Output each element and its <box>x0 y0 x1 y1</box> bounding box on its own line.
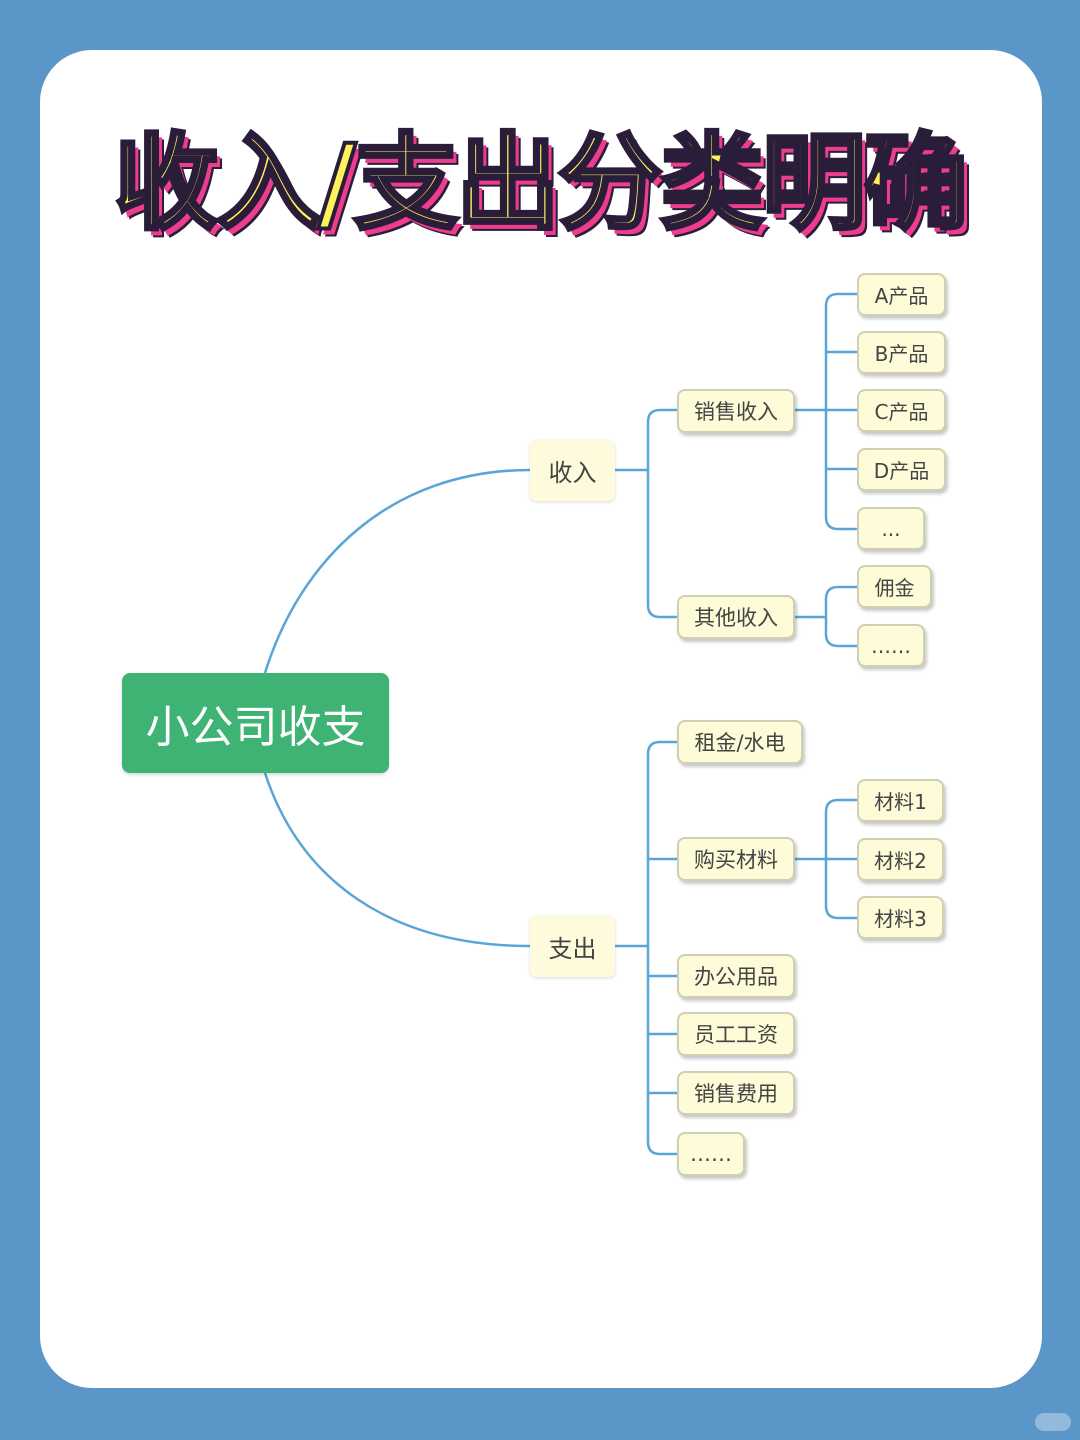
link-other-bracket <box>795 585 857 648</box>
link-root-expense <box>263 772 531 948</box>
node-sales-cost[interactable]: 销售费用 <box>677 1071 795 1115</box>
node-product-c[interactable]: C产品 <box>857 389 946 432</box>
page-title: 收入/支出分类明确 <box>112 120 970 246</box>
link-sales-bracket <box>795 292 857 531</box>
node-material-1[interactable]: 材料1 <box>857 779 944 822</box>
node-commission[interactable]: 佣金 <box>857 565 932 608</box>
node-office-supplies[interactable]: 办公用品 <box>677 954 795 998</box>
link-root-income <box>263 468 531 674</box>
watermark-logo <box>1035 1413 1071 1431</box>
node-material-3[interactable]: 材料3 <box>857 896 944 939</box>
link-income-bracket <box>615 408 677 619</box>
node-buy-materials[interactable]: 购买材料 <box>677 837 795 881</box>
node-other-income[interactable]: 其他收入 <box>677 595 795 639</box>
node-expense-more[interactable]: …… <box>677 1132 745 1176</box>
root-node[interactable]: 小公司收支 <box>122 673 389 773</box>
node-expense[interactable]: 支出 <box>530 916 615 977</box>
node-sales-income[interactable]: 销售收入 <box>677 389 795 433</box>
node-product-d[interactable]: D产品 <box>857 448 946 491</box>
node-rent-utilities[interactable]: 租金/水电 <box>677 720 803 764</box>
link-materials-bracket <box>795 798 857 920</box>
node-other-more[interactable]: …… <box>857 624 925 667</box>
node-salary[interactable]: 员工工资 <box>677 1012 795 1056</box>
node-material-2[interactable]: 材料2 <box>857 838 944 881</box>
node-product-more[interactable]: ... <box>857 507 925 550</box>
node-income[interactable]: 收入 <box>530 440 615 501</box>
link-expense-bracket <box>615 740 677 1156</box>
node-product-a[interactable]: A产品 <box>857 273 946 316</box>
node-product-b[interactable]: B产品 <box>857 331 946 374</box>
